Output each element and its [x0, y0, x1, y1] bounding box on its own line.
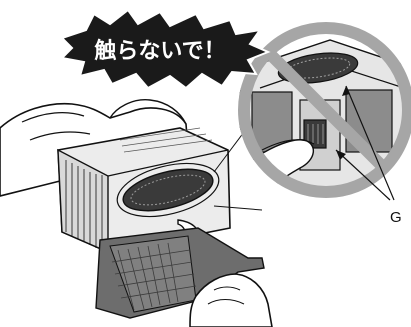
callout-label: G: [390, 209, 402, 226]
warning-text: 触らないで！: [94, 38, 225, 64]
warning-badge: 触らないで！: [62, 10, 268, 88]
